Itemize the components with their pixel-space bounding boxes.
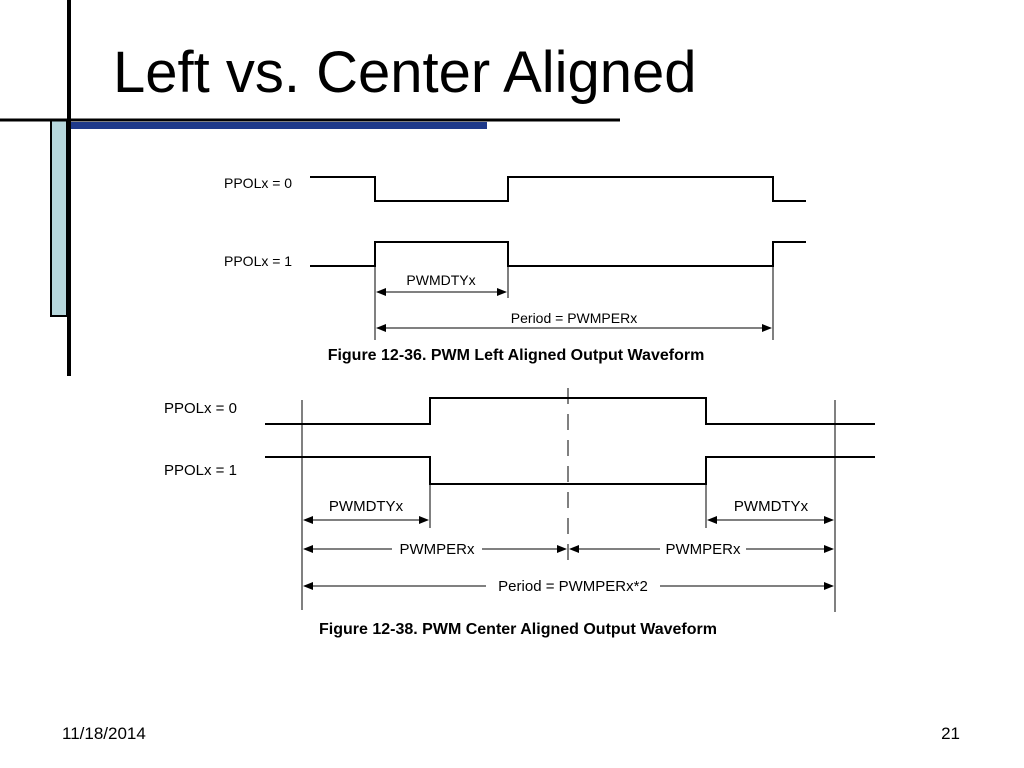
duty-left-label: PWMDTYx: [329, 498, 404, 515]
figure-caption: Figure 12-36. PWM Left Aligned Output Wa…: [328, 347, 705, 364]
per-left-label: PWMPERx: [400, 541, 476, 558]
ppol0-label: PPOLx = 0: [164, 400, 237, 417]
period-label: Period = PWMPERx: [511, 310, 637, 326]
ppol1-label: PPOLx = 1: [224, 253, 292, 269]
ppol1-label: PPOLx = 1: [164, 462, 237, 479]
blue-bar: [71, 122, 487, 129]
period-label: Period = PWMPERx*2: [498, 578, 648, 595]
ppol0-waveform: [265, 397, 875, 425]
duty-right-label: PWMDTYx: [734, 498, 809, 515]
ppol0-waveform: [310, 176, 806, 202]
per-right-label: PWMPERx: [666, 541, 742, 558]
page-number: 21: [941, 724, 960, 743]
duty-label: PWMDTYx: [406, 272, 475, 288]
slide-title: Left vs. Center Aligned: [113, 40, 697, 105]
ppol0-label: PPOLx = 0: [224, 175, 292, 191]
footer-date: 11/18/2014: [62, 724, 146, 743]
ppol1-waveform: [265, 456, 875, 485]
figure-caption: Figure 12-38. PWM Center Aligned Output …: [319, 621, 717, 638]
ppol1-waveform: [310, 241, 806, 267]
